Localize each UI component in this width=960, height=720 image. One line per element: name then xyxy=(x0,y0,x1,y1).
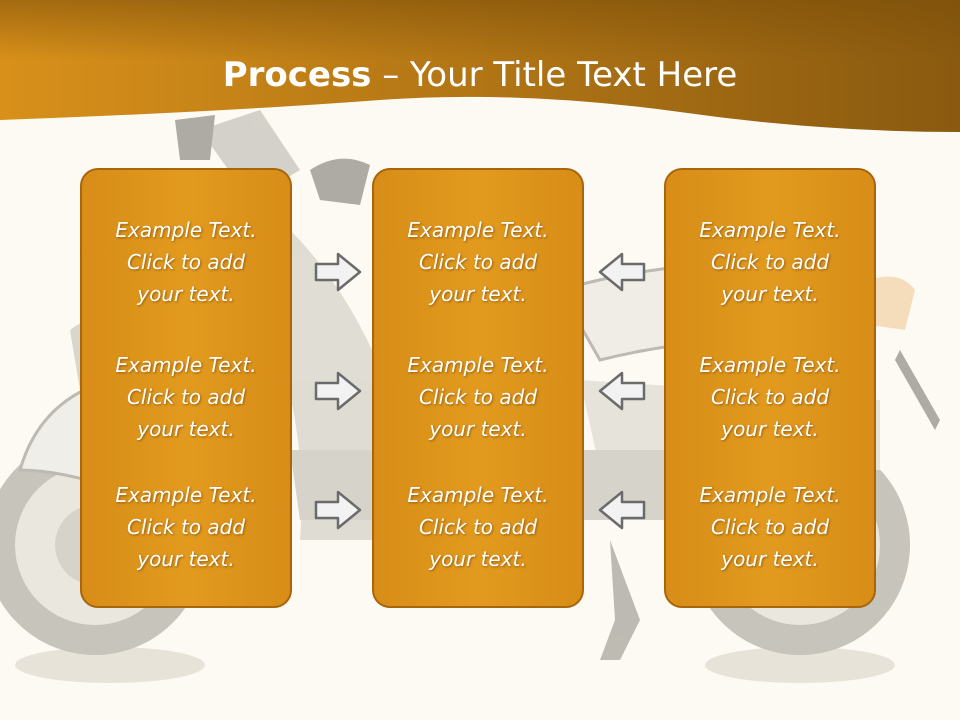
text-block[interactable]: Example Text. Click to add your text. xyxy=(374,479,582,575)
text-line: Click to add xyxy=(710,385,830,409)
text-line: your text. xyxy=(429,417,527,441)
text-line: your text. xyxy=(721,547,819,571)
text-block[interactable]: Example Text. Click to add your text. xyxy=(374,214,582,310)
text-line: Example Text. xyxy=(407,218,549,242)
text-line: Click to add xyxy=(710,250,830,274)
title-bold: Process xyxy=(222,55,372,95)
left-arrow-icon xyxy=(598,371,646,411)
text-line: your text. xyxy=(137,547,235,571)
text-line: your text. xyxy=(137,417,235,441)
text-block[interactable]: Example Text. Click to add your text. xyxy=(82,214,290,310)
text-line: Example Text. xyxy=(407,483,549,507)
text-block[interactable]: Example Text. Click to add your text. xyxy=(82,349,290,445)
right-arrow-icon xyxy=(314,371,362,411)
text-line: your text. xyxy=(721,417,819,441)
text-line: your text. xyxy=(429,547,527,571)
text-line: your text. xyxy=(137,282,235,306)
left-panel[interactable]: Example Text. Click to add your text. Ex… xyxy=(80,168,292,608)
left-arrow-icon xyxy=(598,252,646,292)
text-line: Click to add xyxy=(418,515,538,539)
text-line: Click to add xyxy=(418,250,538,274)
text-line: your text. xyxy=(429,282,527,306)
text-line: Example Text. xyxy=(115,353,257,377)
text-line: Example Text. xyxy=(699,483,841,507)
left-arrow-icon xyxy=(598,490,646,530)
text-block[interactable]: Example Text. Click to add your text. xyxy=(374,349,582,445)
text-line: Example Text. xyxy=(115,483,257,507)
text-line: your text. xyxy=(721,282,819,306)
text-line: Click to add xyxy=(126,250,246,274)
text-line: Example Text. xyxy=(115,218,257,242)
slide-title: Process – Your Title Text Here xyxy=(0,52,960,98)
text-block[interactable]: Example Text. Click to add your text. xyxy=(666,214,874,310)
text-line: Example Text. xyxy=(407,353,549,377)
text-line: Click to add xyxy=(126,515,246,539)
text-line: Example Text. xyxy=(699,353,841,377)
right-arrow-icon xyxy=(314,252,362,292)
text-line: Example Text. xyxy=(699,218,841,242)
text-block[interactable]: Example Text. Click to add your text. xyxy=(666,479,874,575)
text-line: Click to add xyxy=(126,385,246,409)
text-block[interactable]: Example Text. Click to add your text. xyxy=(82,479,290,575)
title-rest: – Your Title Text Here xyxy=(371,55,738,95)
text-line: Click to add xyxy=(710,515,830,539)
text-block[interactable]: Example Text. Click to add your text. xyxy=(666,349,874,445)
text-line: Click to add xyxy=(418,385,538,409)
middle-panel[interactable]: Example Text. Click to add your text. Ex… xyxy=(372,168,584,608)
right-panel[interactable]: Example Text. Click to add your text. Ex… xyxy=(664,168,876,608)
right-arrow-icon xyxy=(314,490,362,530)
